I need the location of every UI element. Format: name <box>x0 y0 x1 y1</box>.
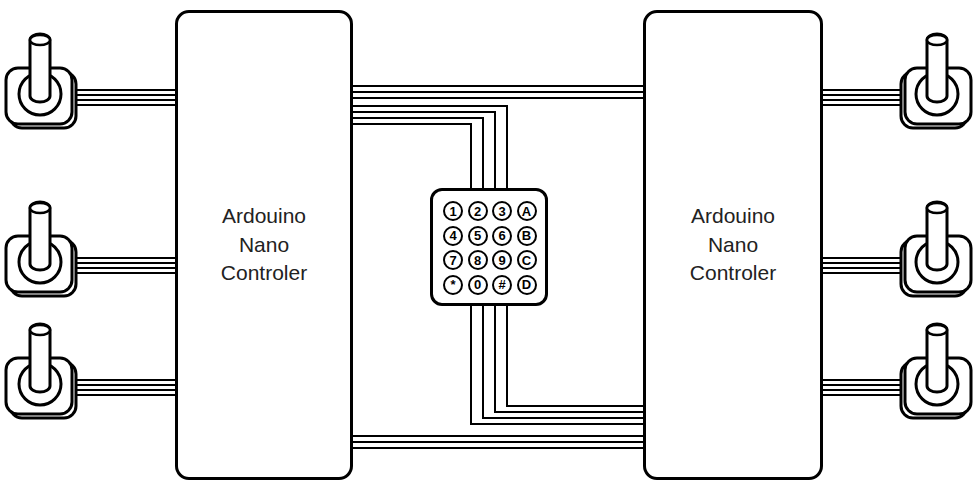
keypad-key: * <box>443 275 463 295</box>
keypad-key: # <box>492 275 512 295</box>
joystick <box>799 34 971 128</box>
key-label: D <box>522 278 531 291</box>
key-label: 1 <box>449 205 456 218</box>
wire <box>352 91 644 93</box>
key-label: 8 <box>474 254 481 267</box>
key-label: 0 <box>474 278 481 291</box>
keypad-key: A <box>517 201 537 221</box>
keypad-key: 9 <box>492 250 512 270</box>
key-label: 4 <box>449 229 456 242</box>
controller-label: Ardouino Nano Controler <box>668 202 798 287</box>
key-label: C <box>522 254 531 267</box>
keypad-key: D <box>517 275 537 295</box>
wire <box>483 305 644 418</box>
wire <box>352 441 644 443</box>
key-label: A <box>522 205 531 218</box>
wire <box>352 447 644 449</box>
wire-bundle <box>352 106 507 189</box>
wire <box>352 435 644 437</box>
controller-label: Ardouino Nano Controler <box>199 202 329 287</box>
wire <box>352 118 483 189</box>
wire <box>352 124 471 189</box>
key-label: 7 <box>449 254 456 267</box>
key-label: 6 <box>498 229 505 242</box>
wire <box>471 305 644 424</box>
keypad-key: 1 <box>443 201 463 221</box>
keypad-key: B <box>517 226 537 246</box>
key-label: * <box>450 278 455 291</box>
wire-bundle <box>352 86 644 448</box>
key-label: 9 <box>498 254 505 267</box>
wire <box>352 97 644 99</box>
keypad-key: 5 <box>468 226 488 246</box>
key-label: # <box>498 278 505 291</box>
wire <box>352 85 644 87</box>
wire <box>352 106 507 189</box>
wire <box>507 305 644 406</box>
controller-box: Ardouino Nano Controler <box>175 10 353 480</box>
wire-bundle <box>471 305 644 424</box>
keypad-key: C <box>517 250 537 270</box>
keypad-key: 7 <box>443 250 463 270</box>
keypad-key: 4 <box>443 226 463 246</box>
keypad-key: 8 <box>468 250 488 270</box>
key-label: 5 <box>474 229 481 242</box>
joystick <box>6 202 178 296</box>
key-label: 2 <box>474 205 481 218</box>
joystick <box>6 324 178 418</box>
keypad-key: 3 <box>492 201 512 221</box>
joystick <box>799 324 971 418</box>
joystick <box>799 202 971 296</box>
controller-box: Ardouino Nano Controler <box>643 10 823 480</box>
keypad-key: 2 <box>468 201 488 221</box>
key-label: B <box>522 229 531 242</box>
keypad-key: 0 <box>468 275 488 295</box>
wire <box>352 112 495 189</box>
key-label: 3 <box>498 205 505 218</box>
joystick <box>6 34 178 128</box>
keypad: 1 2 3 A 4 5 6 B 7 8 9 C * 0 # D <box>430 188 548 306</box>
keypad-key: 6 <box>492 226 512 246</box>
wire <box>495 305 644 412</box>
